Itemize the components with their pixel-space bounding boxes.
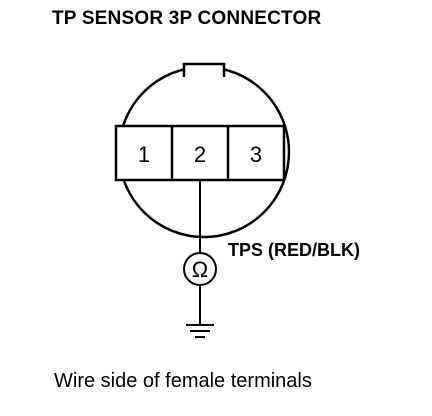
connector-lock-tab <box>182 62 226 77</box>
diagram-title: TP SENSOR 3P CONNECTOR <box>52 8 322 29</box>
pin-2-label: 2 <box>194 142 206 167</box>
ground-icon <box>186 324 214 338</box>
ohm-symbol: Ω <box>192 257 208 282</box>
meter-label: TPS (RED/BLK) <box>228 240 360 260</box>
terminal-row <box>114 124 286 182</box>
pin-3-label: 3 <box>250 142 262 167</box>
diagram-caption: Wire side of female terminals <box>54 370 312 392</box>
pin-1-label: 1 <box>138 142 150 167</box>
